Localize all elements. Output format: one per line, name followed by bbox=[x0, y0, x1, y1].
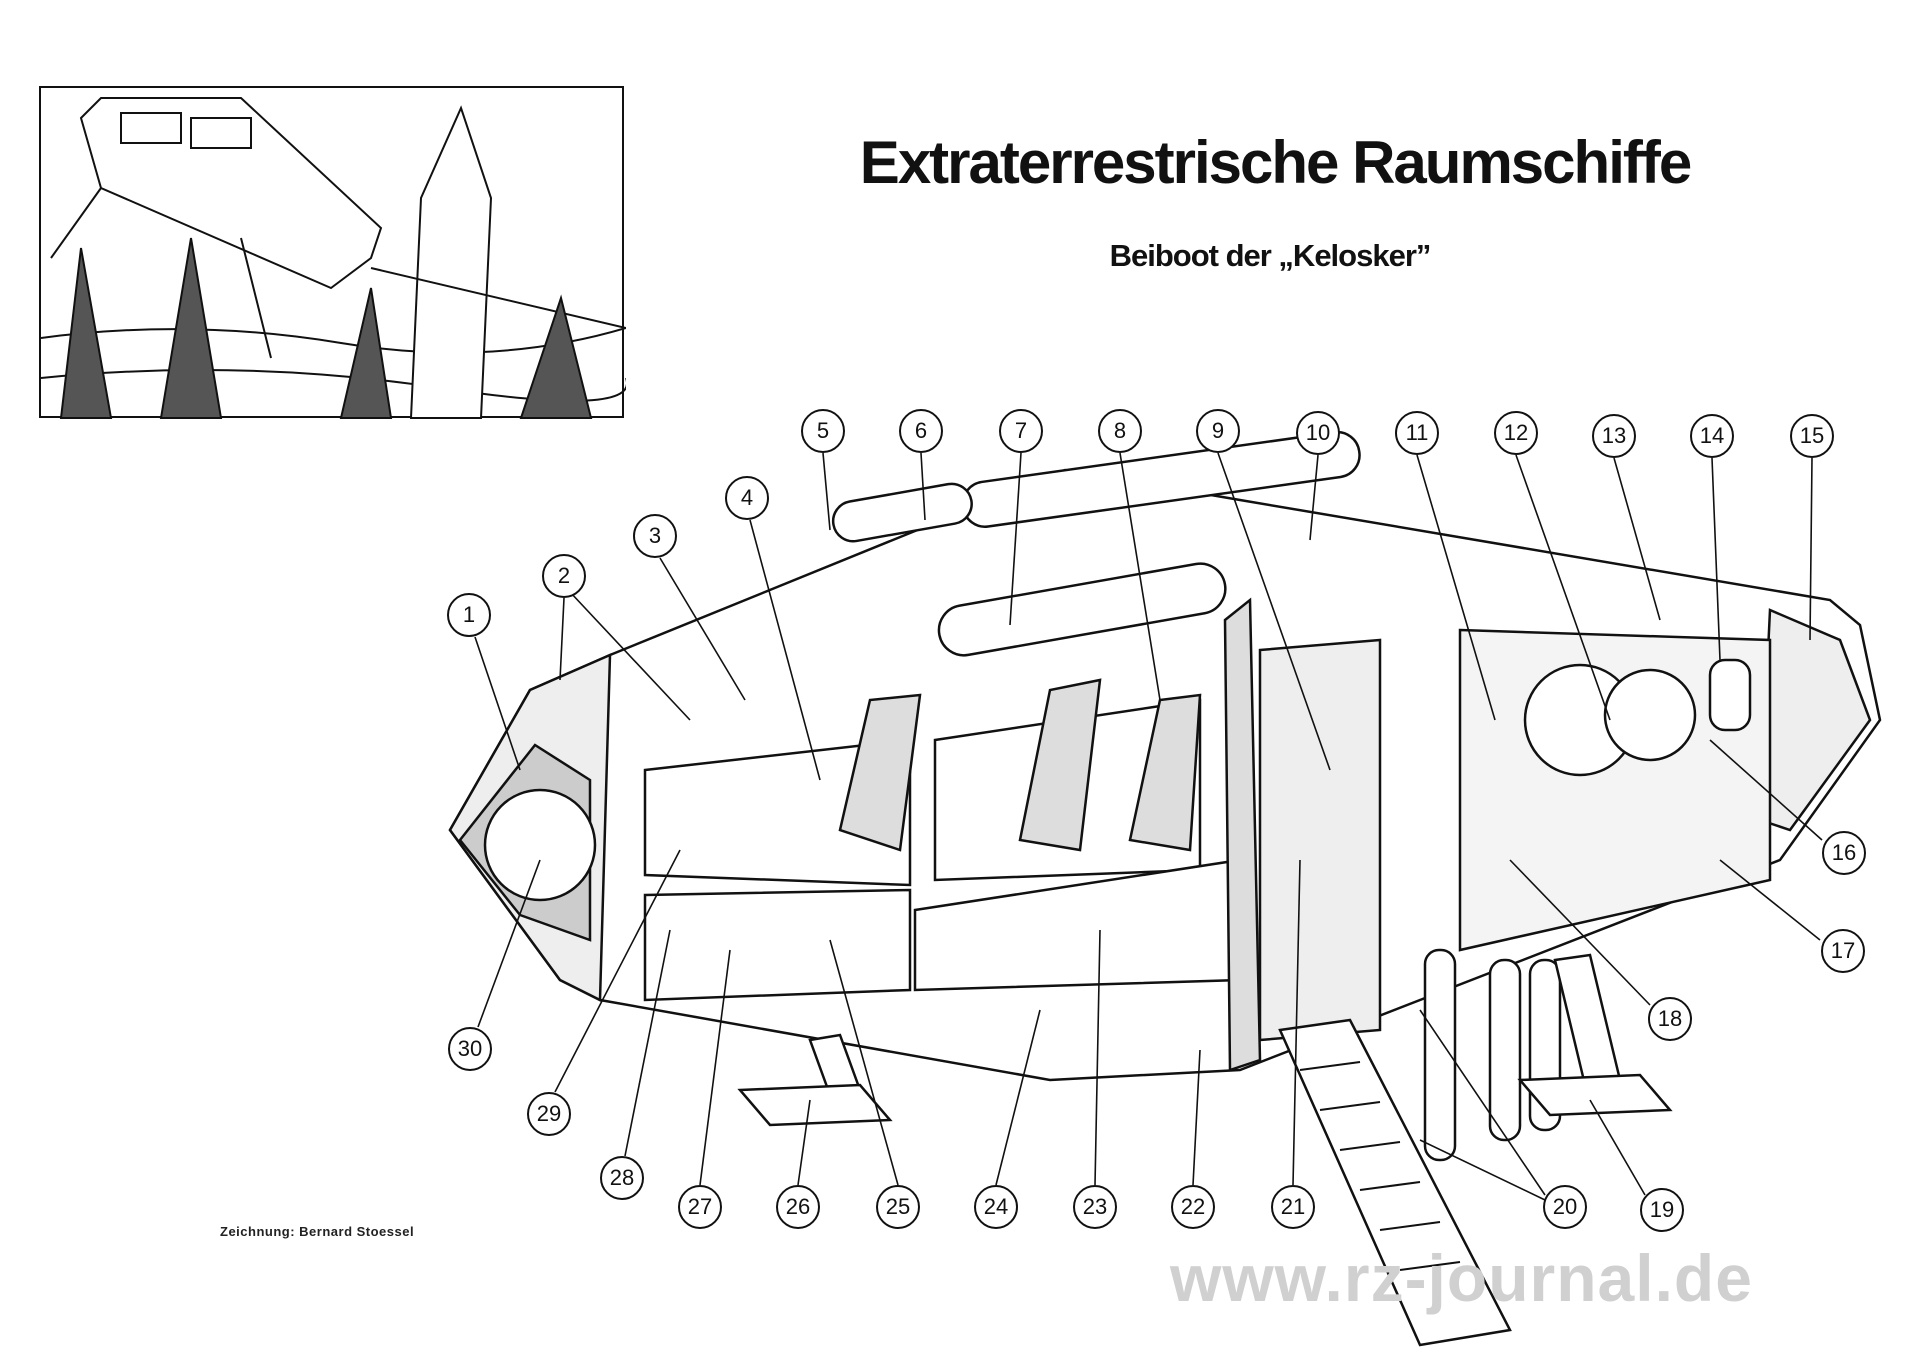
callout-1: 1 bbox=[447, 593, 491, 637]
page-subtitle: Beiboot der „Kelosker” bbox=[1109, 238, 1432, 273]
callout-9: 9 bbox=[1196, 409, 1240, 453]
callout-21: 21 bbox=[1271, 1185, 1315, 1229]
callout-7: 7 bbox=[999, 409, 1043, 453]
callout-28: 28 bbox=[600, 1156, 644, 1200]
callout-26: 26 bbox=[776, 1185, 820, 1229]
callout-15: 15 bbox=[1790, 414, 1834, 458]
callout-8: 8 bbox=[1098, 409, 1142, 453]
callout-12: 12 bbox=[1494, 411, 1538, 455]
callout-13: 13 bbox=[1592, 414, 1636, 458]
callout-25: 25 bbox=[876, 1185, 920, 1229]
callout-20: 20 bbox=[1543, 1185, 1587, 1229]
callout-30: 30 bbox=[448, 1027, 492, 1071]
landing-scene-drawing bbox=[41, 97, 626, 419]
callout-24: 24 bbox=[974, 1185, 1018, 1229]
callout-2: 2 bbox=[542, 554, 586, 598]
callout-6: 6 bbox=[899, 409, 943, 453]
page-title: Extraterrestrische Raumschiffe bbox=[859, 129, 1692, 196]
callout-29: 29 bbox=[527, 1092, 571, 1136]
callout-11: 11 bbox=[1395, 411, 1439, 455]
callout-16: 16 bbox=[1822, 831, 1866, 875]
callout-19: 19 bbox=[1640, 1188, 1684, 1232]
callout-17: 17 bbox=[1821, 929, 1865, 973]
callout-4: 4 bbox=[725, 476, 769, 520]
callout-18: 18 bbox=[1648, 997, 1692, 1041]
callout-14: 14 bbox=[1690, 414, 1734, 458]
callout-23: 23 bbox=[1073, 1185, 1117, 1229]
callout-22: 22 bbox=[1171, 1185, 1215, 1229]
callout-10: 10 bbox=[1296, 411, 1340, 455]
callout-3: 3 bbox=[633, 514, 677, 558]
watermark: www.rz-journal.de bbox=[1170, 1241, 1753, 1315]
callout-5: 5 bbox=[801, 409, 845, 453]
drawing-credit: Zeichnung: Bernard Stoessel bbox=[220, 1224, 415, 1239]
callout-27: 27 bbox=[678, 1185, 722, 1229]
inset-illustration bbox=[39, 86, 626, 419]
